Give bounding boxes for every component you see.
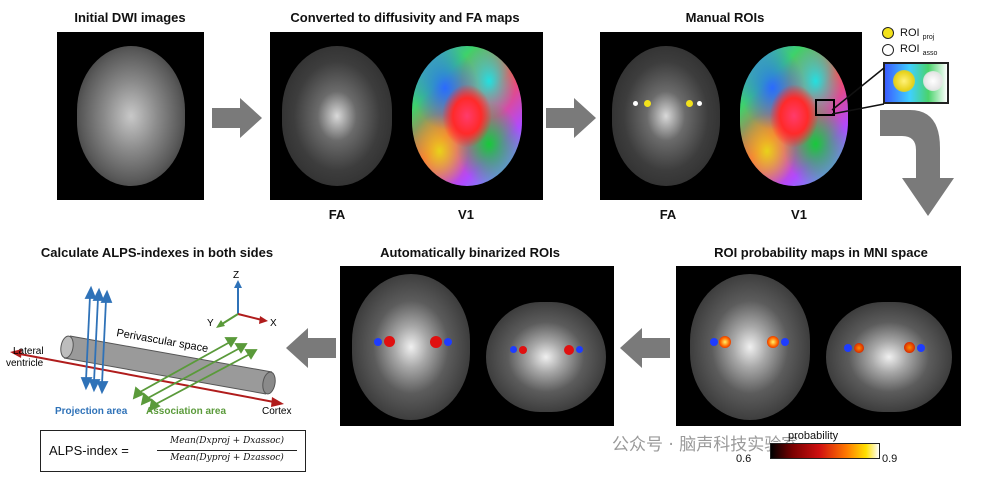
- cor-bin-proj-left: [519, 346, 527, 354]
- asso-legend-text: ROI asso: [900, 43, 937, 57]
- zoom-connector-lines: [831, 67, 885, 115]
- axis-y-label: Y: [207, 318, 214, 329]
- roi-zoom-inset: [883, 62, 949, 104]
- coronal-prob-image: [826, 302, 952, 412]
- axis-icon: [216, 280, 268, 328]
- prob-maps-panel: [676, 266, 961, 426]
- dwi-brain-image: [77, 46, 185, 186]
- step-calculate-title: Calculate ALPS-indexes in both sides: [40, 245, 274, 260]
- cor-proj-left: [854, 343, 864, 353]
- arrow-right-icon: [212, 98, 262, 138]
- roi-asso-right: [697, 101, 702, 106]
- association-area-label: Association area: [146, 406, 226, 417]
- arrow-left-icon: [286, 328, 336, 368]
- coronal-binarized-image: [486, 302, 606, 412]
- formula-denominator: Mean(Dyproj + Dzassoc): [170, 453, 284, 463]
- association-fibers: [132, 337, 258, 412]
- prob-asso-right: [781, 338, 789, 346]
- colorbar-min: 0.6: [736, 453, 752, 465]
- projection-area-label: Projection area: [55, 406, 128, 417]
- step-initial-dwi-title: Initial DWI images: [74, 10, 186, 25]
- cor-bin-asso-left: [510, 346, 517, 353]
- asso-legend-sub: asso: [922, 50, 938, 58]
- inset-proj-roi: [893, 70, 915, 92]
- bin-proj-left: [384, 336, 395, 347]
- prob-asso-left: [710, 338, 718, 346]
- dwi-image-panel: [57, 32, 204, 200]
- fa-map-image: [282, 46, 392, 186]
- fa-v1-maps-panel: [270, 32, 543, 200]
- proj-legend-marker: [882, 27, 894, 39]
- inset-asso-roi: [923, 71, 943, 91]
- asso-legend-marker: [882, 44, 894, 56]
- bin-asso-left: [374, 338, 382, 346]
- alps-diagram: Z Y X Perivascular space Lateral ventric…: [6, 270, 291, 417]
- curved-arrow-down-icon: [880, 110, 954, 216]
- prob-proj-left: [719, 336, 731, 348]
- formula-numerator: Mean(Dxproj + Dxassoc): [170, 436, 284, 446]
- step-converted-title: Converted to diffusivity and FA maps: [290, 10, 520, 25]
- fa-roi-image: [612, 46, 720, 186]
- cor-proj-right: [904, 342, 915, 353]
- lateral-cortex-line: [19, 353, 275, 403]
- arrow-left-icon: [620, 328, 670, 368]
- axial-prob-image: [690, 274, 810, 420]
- bin-asso-right: [444, 338, 452, 346]
- binarized-panel: [340, 266, 614, 426]
- v1-roi-image: [740, 46, 848, 186]
- colorbar-title: probability: [788, 430, 839, 442]
- axis-x-label: X: [270, 318, 277, 329]
- roi-proj-left: [644, 100, 651, 107]
- roi-asso-left: [633, 101, 638, 106]
- v1-label: V1: [458, 207, 474, 222]
- cortex-label: Cortex: [262, 406, 291, 417]
- v1-roi-label: V1: [791, 207, 807, 222]
- step-manual-rois-title: Manual ROIs: [685, 10, 765, 25]
- roi-proj-right: [686, 100, 693, 107]
- probability-colorbar: [770, 443, 880, 459]
- lateral-label: Lateral: [13, 346, 44, 357]
- cor-asso-left: [844, 344, 852, 352]
- cor-asso-right: [917, 344, 925, 352]
- alps-formula-box: ALPS-index = Mean(Dxproj + Dxassoc) Mean…: [40, 430, 306, 472]
- cor-bin-asso-right: [576, 346, 583, 353]
- colorbar-max: 0.9: [882, 453, 898, 465]
- bin-proj-right: [430, 336, 442, 348]
- perivascular-tube: [60, 335, 276, 395]
- formula-lhs: ALPS-index =: [49, 443, 129, 458]
- manual-rois-panel: [600, 32, 862, 200]
- proj-legend-text: ROI proj: [900, 27, 934, 41]
- step-binarized-title: Automatically binarized ROIs: [380, 245, 560, 260]
- asso-legend-roi: ROI: [900, 43, 920, 55]
- ventricle-label: ventricle: [6, 358, 44, 369]
- prob-proj-right: [767, 336, 779, 348]
- formula-fraction-bar: [157, 450, 297, 451]
- axis-z-label: Z: [233, 270, 239, 281]
- roi-legend: ROI proj ROI asso: [882, 27, 982, 67]
- axial-binarized-image: [352, 274, 470, 420]
- projection-fibers: [80, 285, 113, 395]
- fa-label: FA: [328, 207, 346, 222]
- arrow-right-icon: [546, 98, 596, 138]
- proj-legend-sub: proj: [922, 34, 935, 42]
- watermark-text: 公众号 · 脑声科技实验室: [612, 435, 799, 455]
- step-prob-maps-title: ROI probability maps in MNI space: [714, 245, 928, 260]
- proj-legend-roi: ROI: [900, 27, 920, 39]
- cor-bin-proj-right: [564, 345, 574, 355]
- fa-roi-label: FA: [659, 207, 677, 222]
- v1-map-image: [412, 46, 522, 186]
